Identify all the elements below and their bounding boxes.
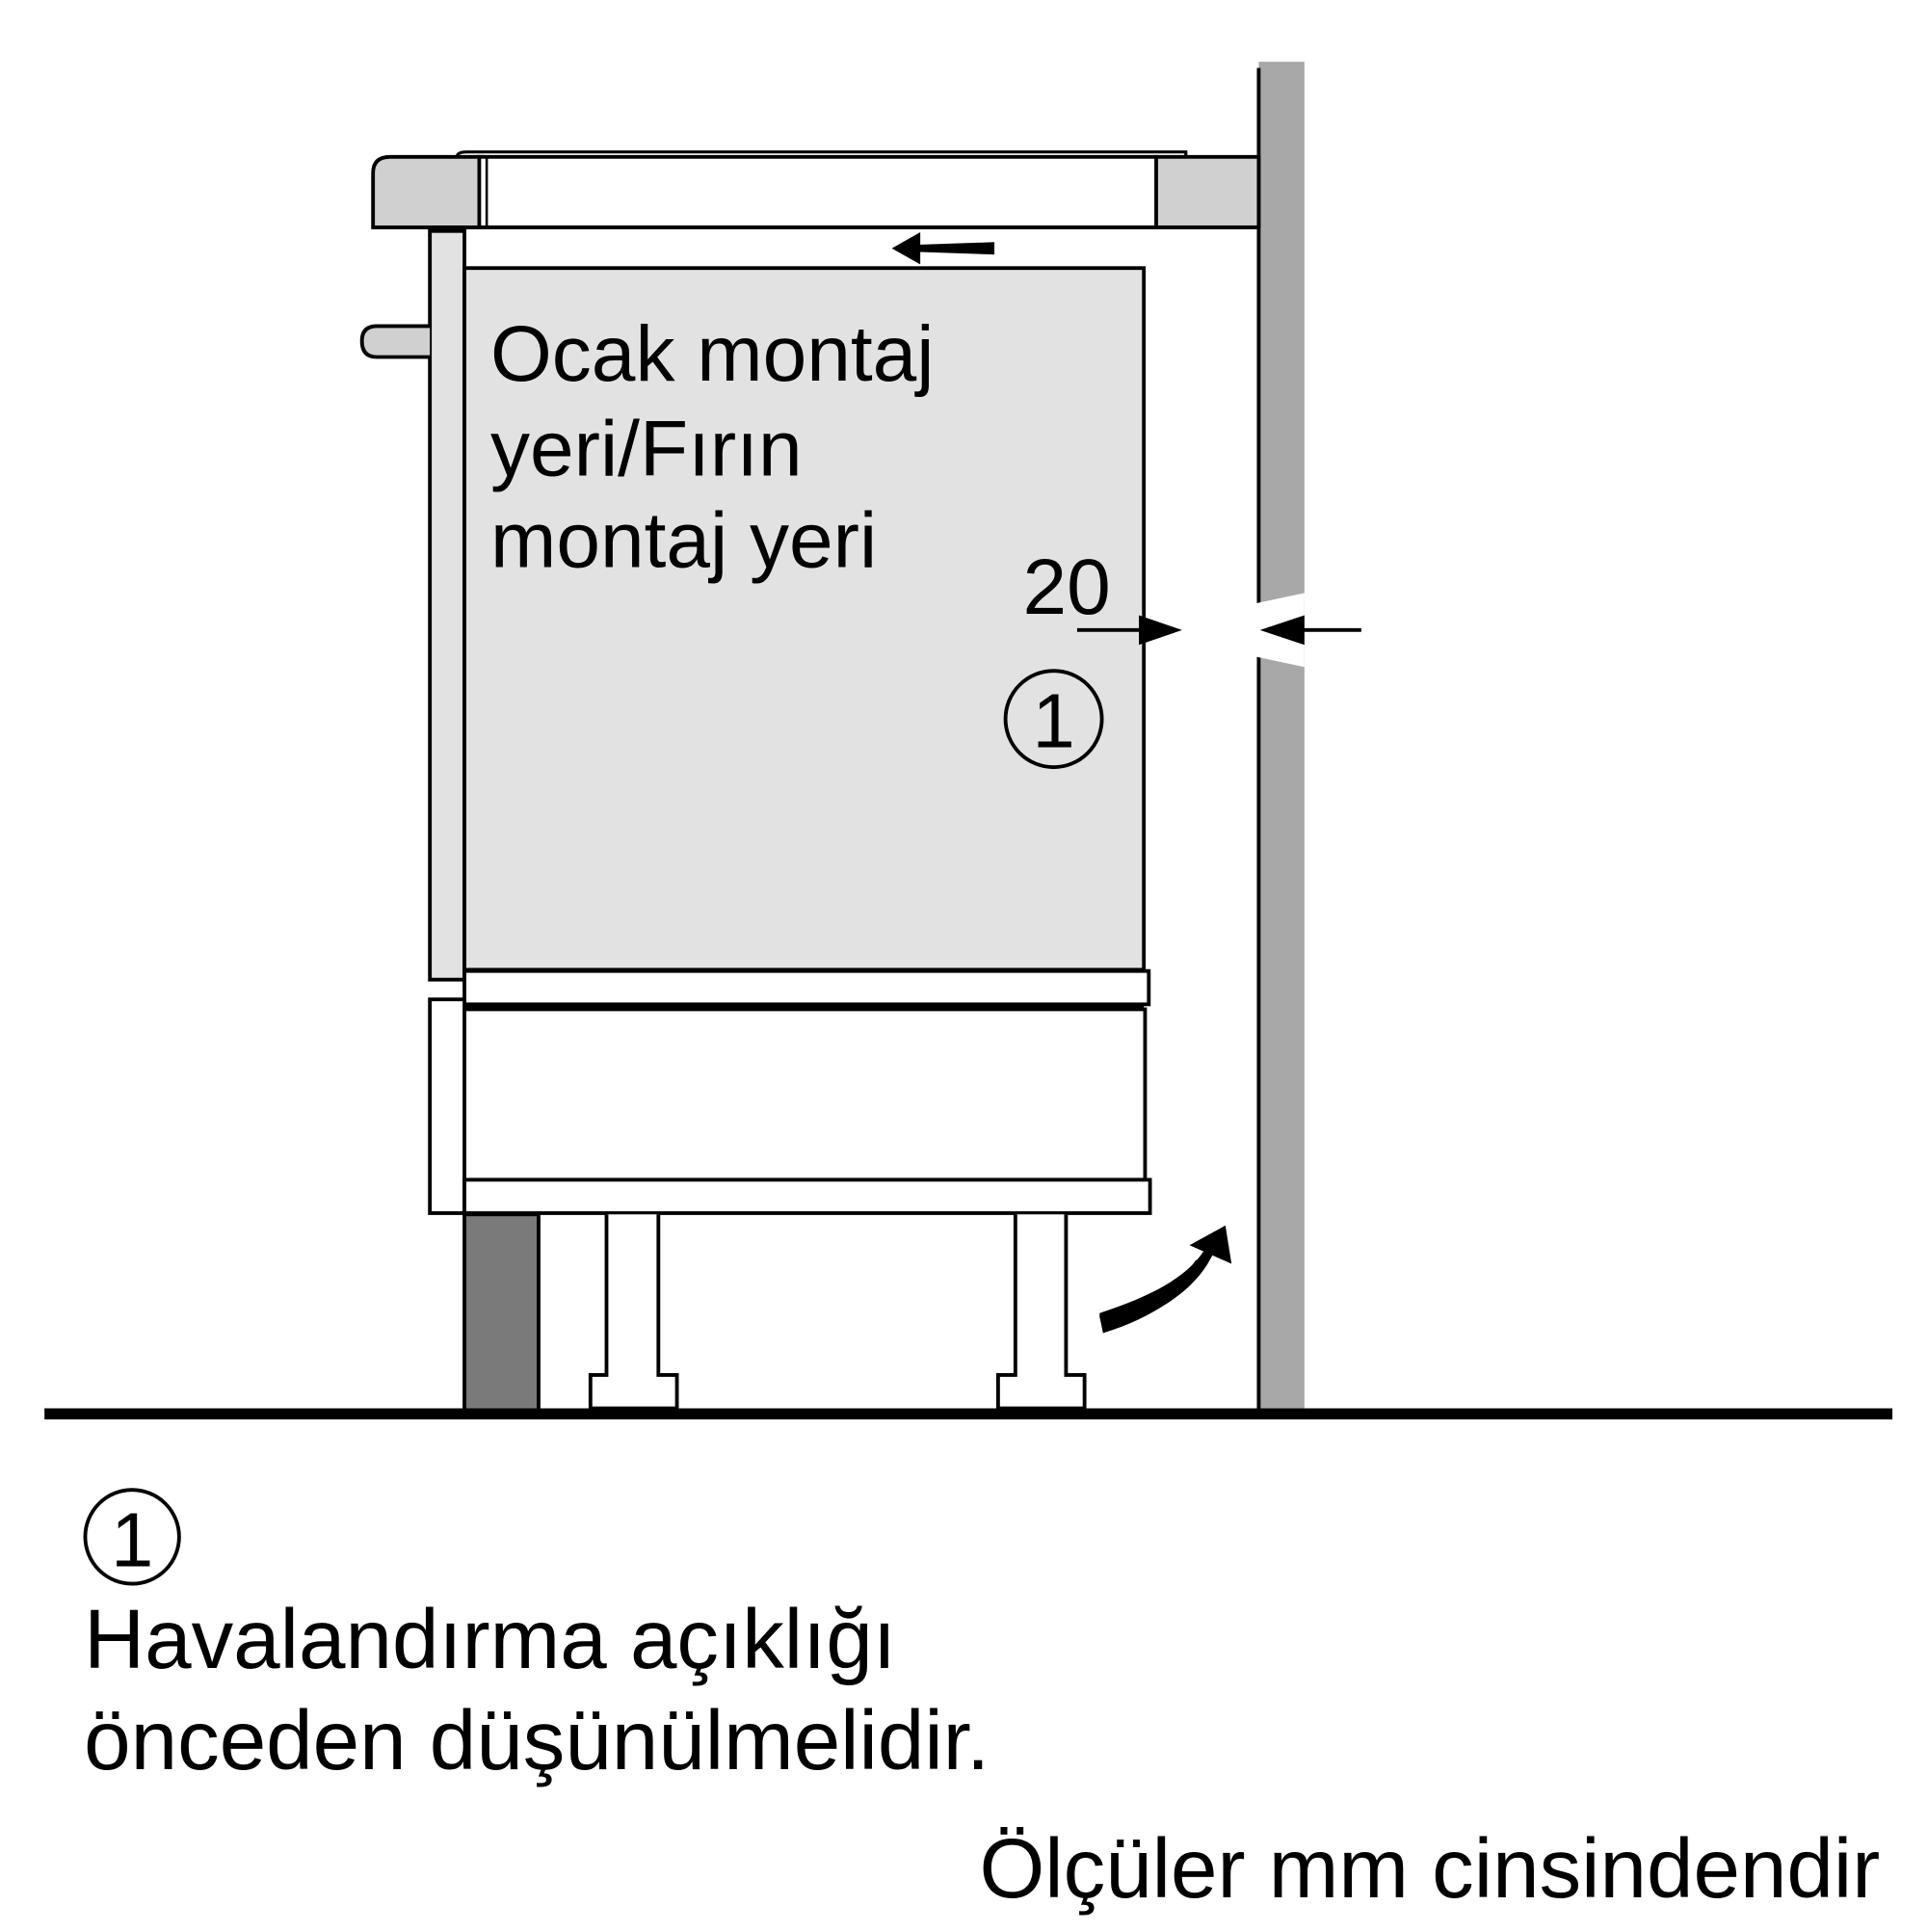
legend-marker: 1 [83, 1488, 181, 1586]
dimension-value: 20 [1023, 543, 1111, 631]
oven-label-line-1: Ocak montaj [490, 310, 935, 398]
support-rail-lower [462, 1178, 1152, 1215]
oven-body [462, 266, 1147, 972]
oven-label-line-2: yeri/Fırın [490, 406, 803, 493]
legend-text-line-1: Havalandırma açıklığı [84, 1593, 896, 1686]
cooktop [455, 150, 1188, 229]
dimension-arrow-left-icon [1253, 593, 1361, 668]
plinth [462, 1212, 541, 1414]
wall [1256, 62, 1305, 1412]
oven-door-panel [428, 228, 466, 982]
airflow-arrow-left-icon [891, 232, 995, 265]
oven-label-line-3: montaj yeri [490, 496, 877, 584]
floor-line [44, 1408, 1893, 1420]
drawer [428, 997, 1148, 1215]
legend-text-line-2: önceden düşünülmelidir. [84, 1694, 990, 1787]
leg-left [588, 1214, 679, 1411]
svg-text:1: 1 [1032, 678, 1074, 764]
dimension-arrow-right-icon [1076, 615, 1182, 646]
support-rail-upper [462, 968, 1151, 1011]
callout-marker: 1 [1003, 669, 1104, 770]
oven-handle [359, 324, 431, 359]
svg-text:1: 1 [111, 1497, 153, 1583]
leg-right [995, 1214, 1087, 1411]
units-note: Ölçüler mm cinsindendir [979, 1822, 1880, 1916]
ventilation-airflow-arrow-icon [1099, 1225, 1232, 1334]
